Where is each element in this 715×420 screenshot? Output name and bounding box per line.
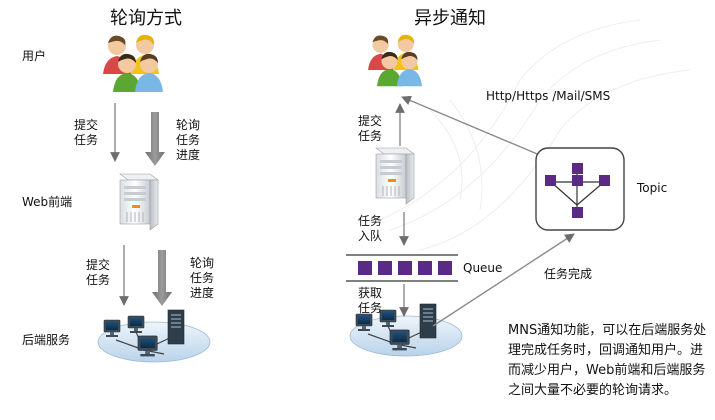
protocols-label: Http/Https /Mail/SMS bbox=[486, 89, 611, 103]
notify-arrow bbox=[401, 95, 543, 157]
backend-label: 后端服务 bbox=[22, 333, 71, 347]
task-done-arrow bbox=[432, 233, 575, 327]
submit-task-label-1: 提交 任务 bbox=[74, 118, 99, 147]
mns-description: MNS通知功能，可以在后端服务处理完成任务时，回调通知用户。进而减少用户，Web… bbox=[508, 323, 707, 398]
queue-cell bbox=[438, 261, 452, 275]
queue-cell bbox=[418, 261, 432, 275]
topic-icon bbox=[535, 147, 625, 231]
submit-task-label-2: 提交 任务 bbox=[86, 258, 111, 287]
queue-cell bbox=[398, 261, 412, 275]
async-submit-label: 提交 任务 bbox=[358, 114, 383, 143]
topic-node bbox=[545, 175, 556, 186]
fetch-task-label: 获取 任务 bbox=[358, 286, 383, 315]
users-icon bbox=[368, 34, 422, 87]
enqueue-label: 任务 入队 bbox=[358, 214, 383, 243]
server-icon bbox=[375, 147, 415, 205]
topic-node bbox=[599, 175, 610, 186]
poll-progress-label-2: 轮询 任务 进度 bbox=[190, 256, 215, 300]
poll-progress-label-1: 轮询 任务 进度 bbox=[176, 118, 201, 162]
polling-title: 轮询方式 bbox=[110, 8, 182, 29]
task-done-label: 任务完成 bbox=[544, 267, 593, 281]
async-title: 异步通知 bbox=[414, 8, 486, 29]
server-icon bbox=[119, 173, 159, 231]
topic-node bbox=[572, 175, 583, 186]
topic-label: Topic bbox=[637, 181, 668, 195]
web-frontend-label: Web前端 bbox=[22, 195, 73, 209]
queue-label: Queue bbox=[463, 261, 503, 275]
users-icon bbox=[103, 34, 163, 92]
user-label: 用户 bbox=[22, 49, 47, 63]
poll-arrow-2 bbox=[152, 250, 172, 306]
background-swirl bbox=[379, 19, 691, 251]
network-icon bbox=[98, 310, 210, 362]
queue-cell bbox=[378, 261, 392, 275]
poll-arrow-1 bbox=[145, 112, 165, 166]
queue-cell bbox=[358, 261, 372, 275]
topic-node bbox=[572, 163, 583, 174]
queue-icon bbox=[346, 254, 458, 282]
topic-node bbox=[572, 207, 583, 218]
